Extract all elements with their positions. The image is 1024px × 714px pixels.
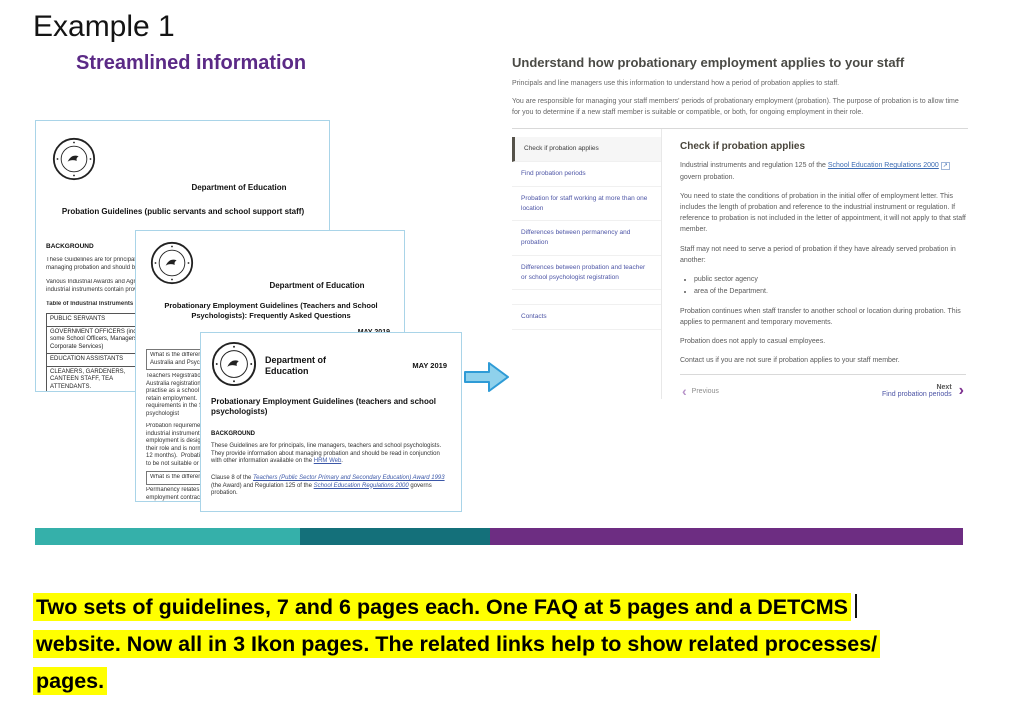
nav-item-probation-more-than-one-location[interactable]: Probation for staff working at more than… [512,187,661,222]
intro-paragraph: You are responsible for managing your st… [512,97,959,116]
doc2-title: Probationary Employment Guidelines (Teac… [164,301,378,320]
caption-text: website. Now all in 3 Ikon pages. The re… [33,630,881,658]
regulations-link[interactable]: School Education Regulations 2000 [827,162,939,170]
doc1-background-heading: BACKGROUND [46,243,94,250]
document-probation-guidelines-teachers: Department of Education MAY 2019 Probati… [200,332,462,512]
doc3-department: Department of Education [265,355,327,377]
slide-title: Example 1 [33,10,175,43]
content-paragraph: Probation continues when staff transfer … [680,307,961,326]
wa-government-crest-logo [52,137,96,181]
decorative-stripe [35,528,963,545]
nav-item-find-probation-periods[interactable]: Find probation periods [512,162,661,187]
table-row: EDUCATION ASSISTANTS [47,354,157,367]
wa-government-crest-logo [211,341,257,387]
content-paragraph: Staff may not need to serve a period of … [680,245,956,264]
doc1-title: Probation Guidelines (public servants an… [61,207,305,216]
p1-text: Industrial instruments and regulation 12… [680,162,828,170]
external-link-icon: ↗ [940,162,950,171]
table-row: PUBLIC SERVANTS [47,314,157,327]
doc3-p2-text: Clause 8 of the [211,475,254,481]
content-paragraph: Industrial instruments and regulation 12… [680,160,966,182]
next-page-button[interactable]: Next Find probation periods › [882,383,964,399]
page-title: Understand how probationary employment a… [512,55,905,70]
divider [512,128,968,130]
content-paragraph: Probation does not apply to casual emplo… [680,338,826,346]
chevron-left-icon: ‹ [682,383,687,400]
doc1-department: Department of Education [191,183,287,192]
highlighted-caption: Two sets of guidelines, 7 and 6 pages ea… [33,590,998,701]
side-nav: Check if probation applies Find probatio… [512,129,662,400]
bullet-item: public sector agency [694,274,966,286]
caption-line: website. Now all in 3 Ikon pages. The re… [33,627,998,664]
doc3-regulations-link[interactable]: School Education Regulations 2000 [313,482,409,489]
doc3-date: MAY 2019 [412,361,447,370]
caption-text: Two sets of guidelines, 7 and 6 pages ea… [33,593,852,621]
doc3-paragraph: Clause 8 of the Teachers (Public Sector … [211,475,455,498]
caption-text: pages. [33,667,108,695]
next-label: Next [936,384,952,392]
content-paragraph: You need to state the conditions of prob… [680,192,966,234]
nav-item-differences-permanency-probation[interactable]: Differences between permanency and proba… [512,221,661,256]
two-column-layout: Check if probation applies Find probatio… [512,129,968,400]
nav-item-differences-probation-registration[interactable]: Differences between probation and teache… [512,256,661,291]
nav-item-check-if-probation-applies[interactable]: Check if probation applies [512,137,661,163]
intro-paragraph: Principals and line managers use this in… [512,79,840,87]
caption-line: pages. [33,664,998,701]
content-column: Check if probation applies Industrial in… [662,129,968,399]
pager: ‹ Previous Next Find probation periods › [680,374,966,399]
content-paragraph: Contact us if you are not sure if probat… [680,357,900,365]
doc3-p2-end: governs probation. [211,482,432,497]
doc3-title: Probationary Employment Guidelines (teac… [211,397,436,417]
next-page-title: Find probation periods [882,391,952,399]
bullet-item: area of the Department. [694,286,966,298]
doc3-background-heading: BACKGROUND [211,431,255,437]
chevron-right-icon: › [958,382,964,400]
doc2-department: Department of Education [269,281,365,290]
next-labels: Next Find probation periods [882,384,952,398]
slide-subtitle: Streamlined information [76,52,307,74]
previous-label: Previous [691,387,719,395]
stripe-segment-dark-teal [300,528,490,545]
nav-item-contacts[interactable]: Contacts [512,304,661,331]
caption-line: Two sets of guidelines, 7 and 6 pages ea… [33,590,998,627]
previous-page-button[interactable]: ‹ Previous [682,384,719,398]
section-heading: Check if probation applies [680,141,806,153]
doc3-p2-mid: (the Award) and Regulation 125 of the [211,482,314,489]
bullet-list: public sector agency area of the Departm… [694,274,966,298]
doc3-hrm-web-link[interactable]: HRM Web [313,458,342,464]
doc3-p1-text: These Guidelines are for principals, lin… [211,443,442,464]
p1-end: govern probation. [680,173,735,181]
doc3-award-link[interactable]: Teachers (Public Sector Primary and Seco… [253,475,445,481]
doc3-paragraph: These Guidelines are for principals, lin… [211,443,455,466]
table-row: CLEANERS, GARDENERS, CANTEEN STAFF, TEA … [47,367,157,392]
table-row: GOVERNMENT OFFICERS (including some Scho… [47,327,157,354]
ikon-webpage-panel: Understand how probationary employment a… [512,55,968,400]
doc1-table-caption: Table of Industrial Instruments [46,301,134,307]
wa-government-crest-logo [150,241,194,285]
stripe-segment-teal [35,528,300,545]
text-cursor [855,594,858,618]
right-arrow-icon [464,362,509,392]
doc3-p1-end: . [341,458,343,464]
stripe-segment-purple [490,528,963,545]
